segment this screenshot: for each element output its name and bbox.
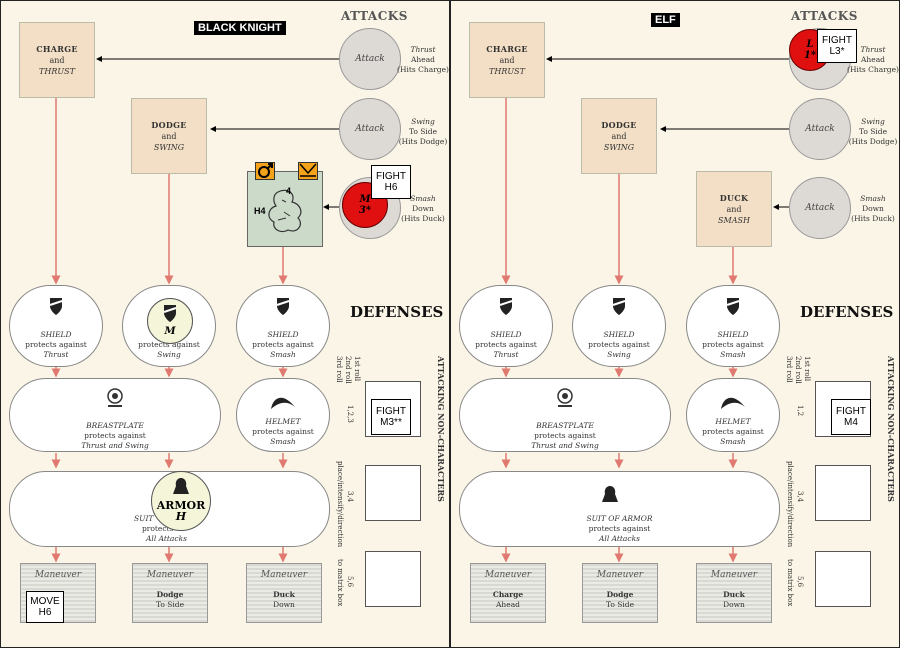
box-target-2[interactable] [365, 465, 421, 521]
roll-value-3: 5,6 [346, 576, 354, 588]
box-side-text-2: to matrix box [786, 559, 794, 607]
roll-label-3: 3rd roll [335, 356, 343, 383]
shield-icon [163, 305, 177, 322]
side-header: ATTACKING NON-CHARACTERS [436, 356, 446, 502]
shield-icon [499, 298, 513, 315]
attack-swing-circle[interactable]: Attack [789, 98, 851, 160]
defenses-header: DEFENSES [350, 303, 444, 321]
box-side-text-1: place/intensify/direction [336, 461, 344, 548]
roll-value-2: 3,4 [796, 491, 804, 503]
shield-icon [612, 298, 626, 315]
roll-label-2: 2nd roll [344, 356, 352, 384]
roll-value-2: 3,4 [346, 491, 354, 503]
monster-label-b: H4 [254, 206, 266, 216]
breastplate-icon [557, 388, 573, 407]
fight-l3-counter[interactable]: FIGHT L3* [817, 29, 857, 63]
armor-chit[interactable]: ARMOR H [151, 471, 211, 531]
fight-h6-counter[interactable]: FIGHT H6 [371, 165, 411, 199]
direction-icon[interactable] [298, 162, 318, 180]
roll-value-1: 1,2,3 [346, 405, 354, 423]
monster-label-a: 4 [286, 186, 292, 196]
box-target-2[interactable] [815, 465, 871, 521]
panel-title: ELF [651, 13, 680, 27]
box-target-3[interactable] [365, 551, 421, 607]
box-side-text-2: to matrix box [336, 559, 344, 607]
shield-icon [49, 298, 63, 315]
roll-value-1: 1,2 [796, 405, 804, 417]
defenses-header: DEFENSES [800, 303, 894, 321]
male-icon[interactable] [255, 162, 275, 180]
roll-label-1: 1st roll [353, 356, 361, 382]
side-header: ATTACKING NON-CHARACTERS [886, 356, 896, 502]
move-h6-counter[interactable]: MOVE H6 [26, 591, 64, 623]
armor-icon [173, 478, 189, 494]
attack-swing-circle[interactable]: Attack [339, 98, 401, 160]
attacks-header: ATTACKS [341, 9, 408, 23]
panel-title: BLACK KNIGHT [194, 21, 286, 35]
monster-counter[interactable]: 4 H4 [247, 171, 323, 247]
helmet-icon [721, 397, 745, 409]
roll-label-3: 3rd roll [785, 356, 793, 383]
fight-m4-counter[interactable]: FIGHT M4 [831, 399, 871, 435]
shield-icon [276, 298, 290, 315]
box-side-text-1: place/intensify/direction [786, 461, 794, 548]
shield-chit[interactable]: M [147, 298, 193, 344]
roll-label-1: 1st roll [803, 356, 811, 382]
roll-label-2: 2nd roll [794, 356, 802, 384]
attacks-header: ATTACKS [791, 9, 858, 23]
armor-icon [601, 486, 618, 502]
fight-m3-counter[interactable]: FIGHT M3** [371, 399, 411, 435]
box-target-3[interactable] [815, 551, 871, 607]
shield-icon [726, 298, 740, 315]
breastplate-icon [107, 388, 123, 407]
dragon-icon [268, 189, 302, 233]
helmet-icon [271, 397, 295, 409]
attack-thrust-circle[interactable]: Attack [339, 28, 401, 90]
attack-smash-circle[interactable]: Attack [789, 177, 851, 239]
roll-value-3: 5,6 [796, 576, 804, 588]
